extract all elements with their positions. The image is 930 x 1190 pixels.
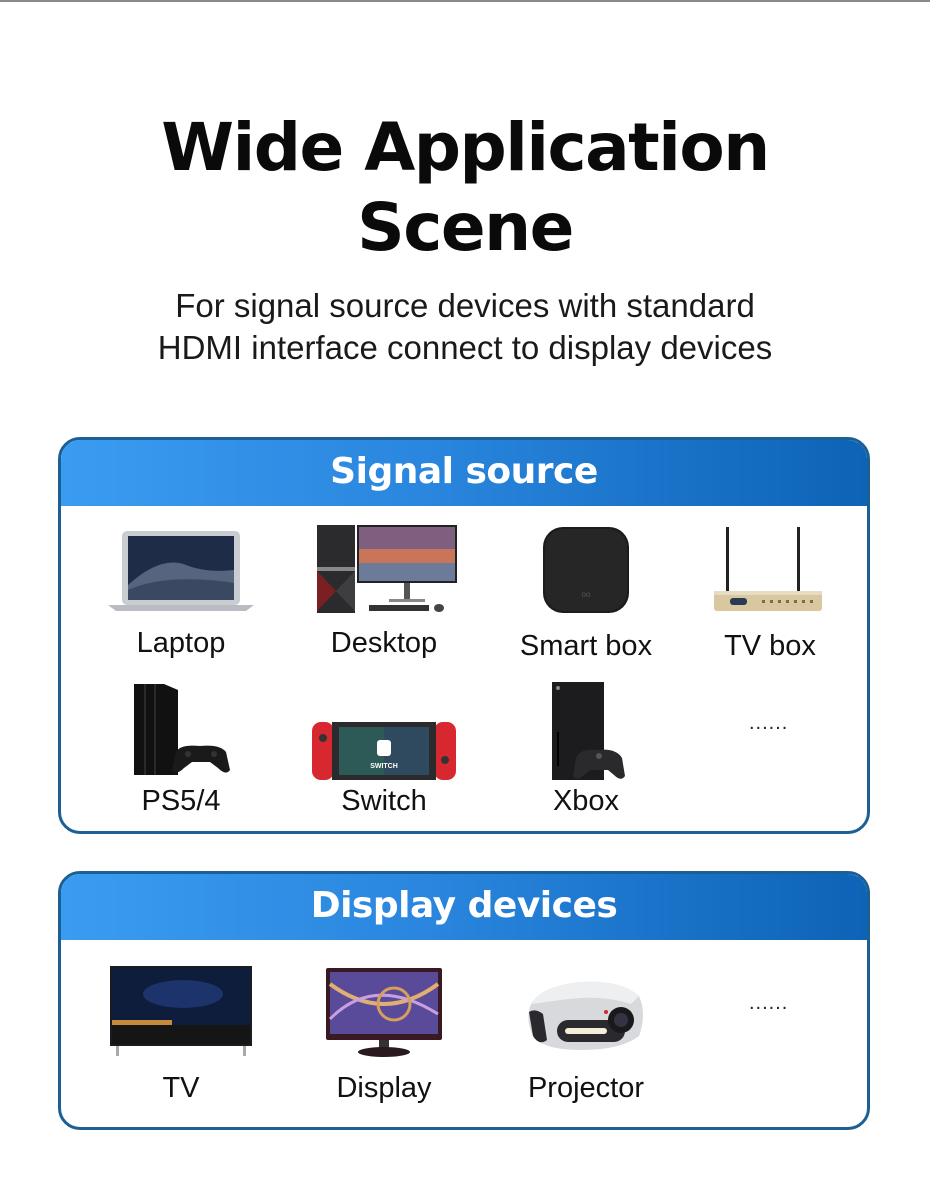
smart-box-icon: oo <box>491 525 681 615</box>
subtitle-line-2: HDMI interface connect to display device… <box>157 329 773 366</box>
signal-source-heading: Signal source <box>61 440 867 506</box>
tv-box-label: TV box <box>724 630 816 662</box>
display-label: Display <box>336 1072 432 1104</box>
title-line-2: Scene <box>357 189 574 266</box>
display-devices-heading: Display devices <box>61 874 867 940</box>
display-devices-card: Display devices TV <box>58 871 870 1130</box>
xbox-icon <box>491 680 681 782</box>
signal-source-card: Signal source Laptop <box>58 437 870 834</box>
ps5-4-label: PS5/4 <box>141 785 221 817</box>
desktop-computer-icon <box>289 523 479 615</box>
more-display-devices: ...... <box>749 992 789 1014</box>
subtitle-line-1: For signal source devices with standard <box>175 287 755 324</box>
playstation-icon <box>86 682 276 777</box>
nintendo-switch-icon: SWITCH <box>289 720 479 782</box>
xbox-label: Xbox <box>552 785 620 817</box>
more-signal-sources: ...... <box>749 712 789 734</box>
tv-icon <box>86 964 276 1060</box>
page-subtitle: For signal source devices with standard … <box>0 285 930 369</box>
page-title: Wide Application Scene <box>0 108 930 268</box>
projector-icon <box>491 964 681 1060</box>
desktop-label: Desktop <box>330 627 438 659</box>
laptop-label: Laptop <box>136 627 226 659</box>
tv-label: TV <box>162 1072 200 1104</box>
tv-box-router-icon <box>675 525 865 615</box>
laptop-icon <box>86 525 276 615</box>
projector-label: Projector <box>527 1072 645 1104</box>
smart-box-label: Smart box <box>519 630 653 662</box>
title-line-1: Wide Application <box>161 109 770 186</box>
top-divider <box>0 0 930 2</box>
monitor-icon <box>289 964 479 1060</box>
switch-label: Switch <box>341 785 427 817</box>
svg-text:SWITCH: SWITCH <box>370 763 398 770</box>
svg-text:oo: oo <box>582 590 591 599</box>
